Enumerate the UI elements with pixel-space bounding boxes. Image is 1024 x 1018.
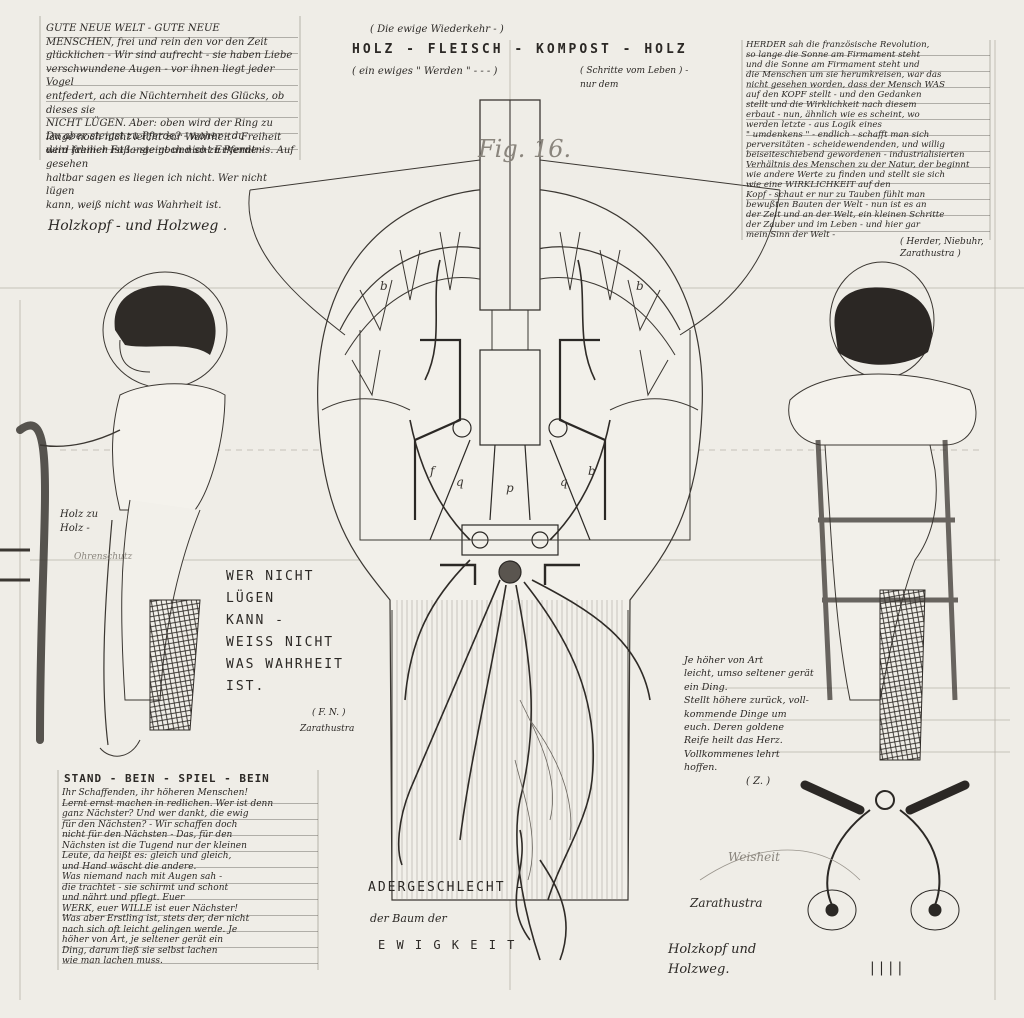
text-top-left-extra: Du aber steigst zu Pferde? - woher - du … xyxy=(46,131,264,156)
text-right-mid-cite: ( Z. ) xyxy=(746,776,771,787)
svg-text:b: b xyxy=(380,279,388,293)
right-child-figure xyxy=(788,261,977,761)
quote-cite-2: Zarathustra xyxy=(300,724,355,734)
text-schritte: ( Schritte vom Leben ) - nur dem xyxy=(580,66,689,90)
svg-text:f: f xyxy=(429,464,437,478)
text-top-right-cite: ( Herder, Niebuhr, Zarathustra ) xyxy=(900,237,984,259)
text-baum: der Baum der xyxy=(370,912,447,925)
left-child-figure xyxy=(0,271,228,757)
text-right-mid: Je höher von Art leicht, umso seltener g… xyxy=(684,655,814,774)
tally-marks: | | | | xyxy=(870,960,903,976)
pincer-tool xyxy=(699,780,970,931)
text-holzkopf-right: Holzkopf und Holzweg. xyxy=(668,942,757,977)
text-ewiges-werden: ( ein ewiges " Werden " - - - ) xyxy=(352,66,498,77)
text-holz-zu-holz: Holz zu Holz - xyxy=(60,509,99,534)
text-top-left: GUTE NEUE WELT - GUTE NEUE MENSCHEN, fre… xyxy=(46,22,298,211)
text-holz-fleisch: HOLZ - FLEISCH - KOMPOST - HOLZ xyxy=(352,42,688,57)
head-diagram: p q f q b b b xyxy=(248,99,781,961)
ruling xyxy=(39,16,991,970)
svg-text:q: q xyxy=(560,475,568,489)
fig-label: Fig. 16. xyxy=(478,135,572,163)
svg-text:p: p xyxy=(506,481,514,495)
quote-wer-nicht-luegen: WER NICHT LÜGEN KANN - WEISS NICHT WAS W… xyxy=(226,569,344,694)
text-wiederkehr: ( Die ewige Wiederkehr - ) xyxy=(370,24,504,35)
text-ewigkeit: E W I G K E I T xyxy=(378,938,517,952)
signature: Zarathustra xyxy=(690,896,763,910)
svg-text:b: b xyxy=(588,464,596,478)
svg-text:q: q xyxy=(456,475,464,489)
text-top-right: HERDER sah die französische Revolution, … xyxy=(746,40,990,240)
signature-faint: Weisheit xyxy=(728,850,780,864)
text-holzkopf-left: Holzkopf - und Holzweg . xyxy=(48,218,228,234)
text-bottom-left: Ihr Schaffenden, ihr höheren Menschen! L… xyxy=(62,788,318,968)
svg-text:b: b xyxy=(636,279,644,293)
title-standbein: STAND - BEIN - SPIEL - BEIN xyxy=(64,772,270,785)
title-adergeschlecht: ADERGESCHLECHT - xyxy=(368,880,526,895)
quote-cite: ( F. N. ) xyxy=(312,708,346,718)
text-ohrenschutz: Ohrenschutz xyxy=(74,552,133,562)
